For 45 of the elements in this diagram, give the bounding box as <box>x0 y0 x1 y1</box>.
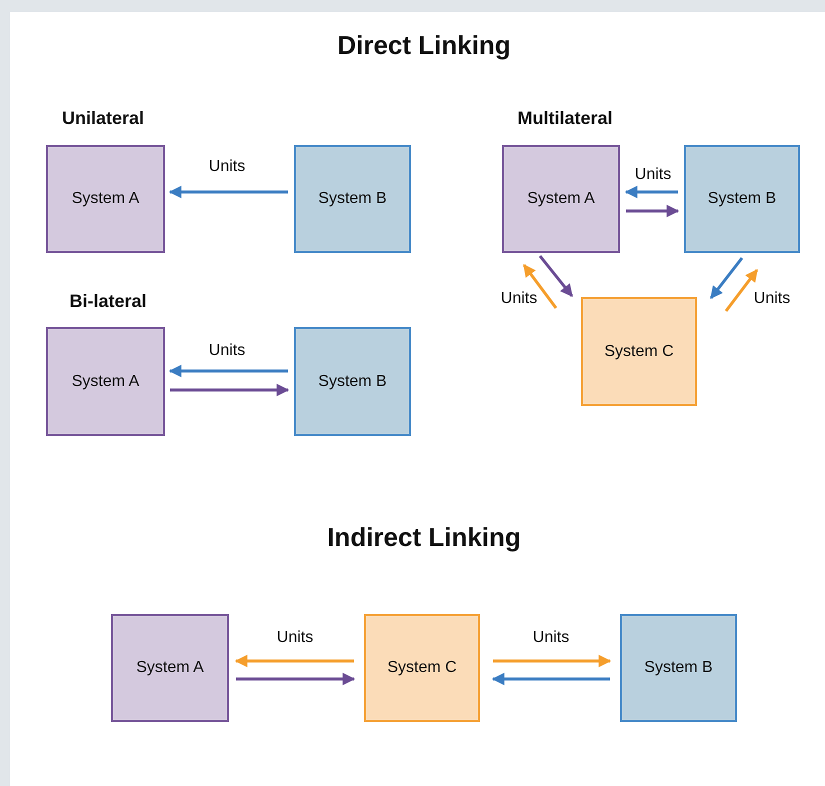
arrow <box>522 264 558 309</box>
system-box <box>620 614 737 722</box>
edge-label: Units <box>208 158 246 176</box>
subheading: Bi-lateral <box>69 291 147 312</box>
box-label: System C <box>387 659 457 677</box>
box-label: System A <box>136 659 204 677</box>
system-box <box>294 327 411 436</box>
arrow <box>710 257 744 299</box>
box-label: System A <box>72 372 140 390</box>
section-heading: Direct Linking <box>337 30 511 61</box>
arrow <box>234 654 354 668</box>
arrow <box>626 204 680 218</box>
edge-label: Units <box>208 342 246 360</box>
arrow <box>492 672 610 686</box>
box-label: System B <box>708 190 776 208</box>
section-heading: Indirect Linking <box>327 522 521 553</box>
edge-label: Units <box>532 629 570 647</box>
arrow <box>236 672 356 686</box>
arrow <box>624 186 678 198</box>
box-label: System B <box>318 190 387 208</box>
system-box <box>111 614 229 722</box>
edge-label: Units <box>500 290 538 308</box>
arrow <box>538 255 574 297</box>
arrow <box>493 654 612 668</box>
arrow <box>168 364 288 378</box>
system-box <box>581 297 697 406</box>
system-box <box>502 145 620 253</box>
arrow <box>168 186 288 198</box>
system-box <box>46 327 165 436</box>
edge-label: Units <box>634 166 672 184</box>
subheading: Unilateral <box>62 108 144 129</box>
system-box <box>684 145 800 253</box>
system-box <box>364 614 480 722</box>
box-label: System B <box>318 372 387 390</box>
edge-label: Units <box>276 629 314 647</box>
edge-label: Units <box>754 290 790 308</box>
box-label: System B <box>644 659 713 677</box>
system-box <box>294 145 411 253</box>
system-box <box>46 145 165 253</box>
subheading: Multilateral <box>517 108 613 129</box>
box-label: System A <box>527 190 595 208</box>
arrow <box>724 269 758 312</box>
box-label: System A <box>72 190 140 208</box>
box-label: System C <box>604 342 674 360</box>
arrow <box>170 384 290 396</box>
